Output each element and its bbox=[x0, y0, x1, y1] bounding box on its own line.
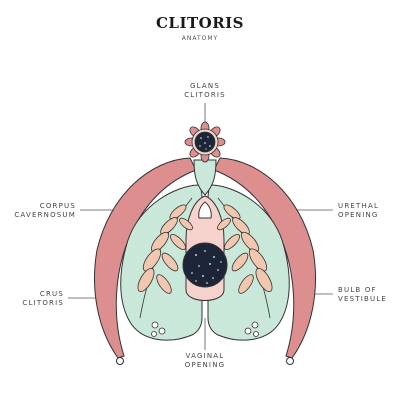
label-bulb-line1: BULB OF bbox=[338, 286, 377, 294]
label-glans-line2: CLITORIS bbox=[184, 91, 226, 99]
leaf-branch-left bbox=[137, 197, 193, 319]
leaf-branch-right bbox=[217, 197, 273, 319]
label-bulb-of-vestibule: BULB OF VESTIBULE bbox=[338, 286, 398, 304]
glans-flower bbox=[184, 121, 226, 163]
corpus-cavernosum bbox=[193, 159, 217, 196]
vaginal-opening bbox=[182, 242, 228, 288]
crus-left-tip bbox=[116, 357, 124, 365]
label-crus-line2: CLITORIS bbox=[22, 299, 64, 307]
label-glans-line1: GLANS bbox=[190, 82, 220, 90]
label-crus-clitoris: CRUS CLITORIS bbox=[8, 290, 64, 308]
urethral-opening bbox=[198, 201, 212, 219]
label-urethral-line1: URETHAL bbox=[338, 202, 380, 210]
label-corpus-cavernosum: CORPUS CAVERNOSUM bbox=[8, 202, 76, 220]
label-bulb-line2: VESTIBULE bbox=[338, 295, 388, 303]
diagram-subtitle: ANATOMY bbox=[181, 35, 219, 42]
label-glans-clitoris: GLANS CLITORIS bbox=[175, 82, 235, 100]
label-crus-line1: CRUS bbox=[39, 290, 64, 298]
vaginal-opening-speckles bbox=[191, 250, 222, 284]
label-corpus-line2: CAVERNOSUM bbox=[14, 211, 76, 219]
label-vaginal-line1: VAGINAL bbox=[185, 352, 225, 360]
bulb-dots bbox=[151, 321, 259, 337]
label-vaginal-line2: OPENING bbox=[184, 361, 226, 369]
label-urethral-opening: URETHAL OPENING bbox=[338, 202, 398, 220]
label-urethral-line2: OPENING bbox=[338, 211, 379, 219]
crus-right-tip bbox=[286, 357, 294, 365]
label-vaginal-opening: VAGINAL OPENING bbox=[170, 352, 240, 370]
label-corpus-line1: CORPUS bbox=[39, 202, 76, 210]
diagram-title: CLITORIS bbox=[155, 14, 245, 32]
